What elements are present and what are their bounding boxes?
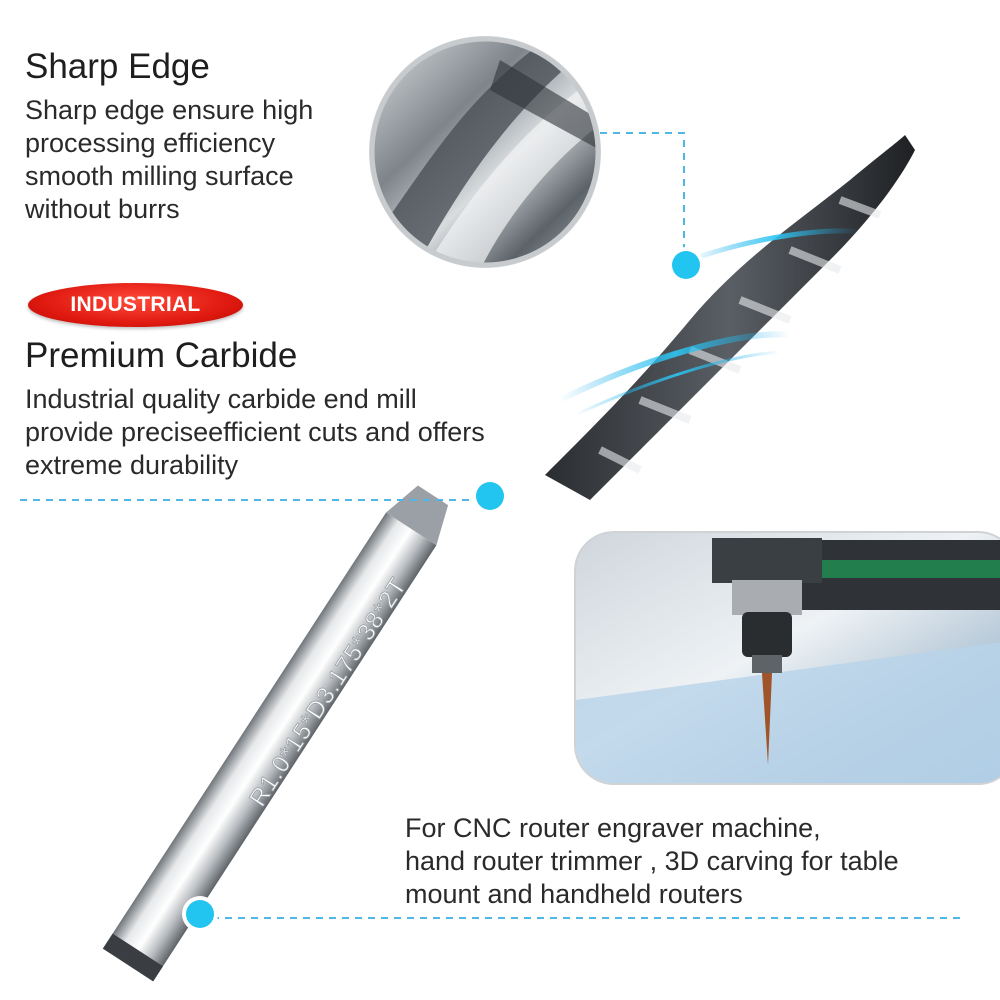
usage-line: mount and handheld routers bbox=[405, 879, 743, 909]
cnc-machine-photo bbox=[574, 531, 1000, 785]
end-mill-tool bbox=[102, 135, 915, 982]
usage-line: hand router trimmer , 3D carving for tab… bbox=[405, 846, 899, 876]
premium-carbide-line: provide preciseefficient cuts and offers bbox=[25, 417, 485, 447]
sharp-edge-line: processing efficiency bbox=[25, 128, 276, 158]
flute-closeup-image bbox=[369, 36, 601, 268]
premium-carbide-line: Industrial quality carbide end mill bbox=[25, 384, 417, 414]
premium-carbide-line: extreme durability bbox=[25, 450, 239, 480]
marker-dots bbox=[182, 247, 704, 932]
sharp-edge-description: Sharp edge ensure high processing effici… bbox=[25, 94, 313, 226]
leader-lines bbox=[20, 132, 960, 919]
industrial-badge: INDUSTRIAL bbox=[28, 283, 243, 327]
premium-carbide-title: Premium Carbide bbox=[25, 336, 298, 375]
sharp-edge-line: without burrs bbox=[25, 194, 180, 224]
usage-description: For CNC router engraver machine, hand ro… bbox=[405, 812, 899, 911]
sharp-edge-title: Sharp Edge bbox=[25, 47, 210, 86]
sharp-edge-line: Sharp edge ensure high bbox=[25, 95, 314, 125]
usage-line: For CNC router engraver machine, bbox=[405, 813, 821, 843]
sharp-edge-line: smooth milling surface bbox=[25, 161, 294, 191]
premium-carbide-description: Industrial quality carbide end mill prov… bbox=[25, 383, 485, 482]
